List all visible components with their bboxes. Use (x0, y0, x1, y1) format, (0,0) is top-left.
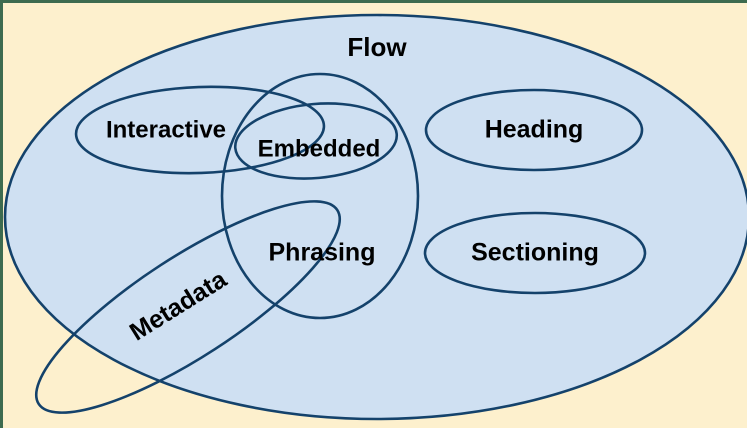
set-ellipse-phrasing[interactable] (220, 72, 420, 320)
set-ellipse-interactive[interactable] (74, 83, 326, 178)
set-group-sectioning[interactable] (423, 211, 647, 295)
set-ellipse-sectioning[interactable] (423, 211, 647, 295)
set-group-flow[interactable] (3, 13, 747, 421)
set-ellipse-metadata[interactable] (11, 168, 364, 431)
set-ellipse-heading[interactable] (424, 88, 644, 172)
set-group-heading[interactable] (424, 88, 644, 172)
set-label-interactive: Interactive (106, 116, 226, 143)
set-group-embedded[interactable] (232, 97, 400, 185)
set-label-heading: Heading (485, 116, 584, 144)
set-label-sectioning: Sectioning (471, 239, 599, 267)
set-label-embedded: Embedded (258, 135, 381, 162)
set-label-phrasing: Phrasing (269, 239, 376, 267)
venn-diagram-svg: Flow Interactive Embedded Heading Sectio… (3, 13, 747, 431)
set-label-flow: Flow (347, 32, 407, 62)
set-group-phrasing[interactable] (220, 72, 420, 320)
set-group-interactive[interactable] (74, 83, 326, 178)
set-ellipse-embedded[interactable] (232, 97, 400, 185)
set-ellipse-flow[interactable] (3, 13, 747, 421)
set-group-metadata[interactable] (11, 168, 364, 431)
